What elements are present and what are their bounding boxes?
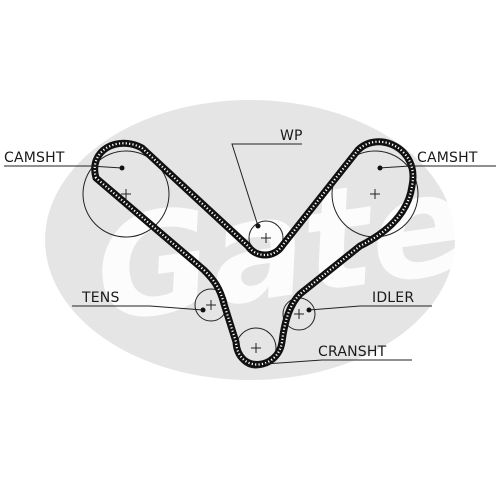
- leader-idler: [308, 305, 432, 311]
- label-tens: TENS: [81, 290, 120, 306]
- camshaft-left-pulley: [82, 150, 170, 238]
- label-idler: IDLER: [372, 290, 414, 306]
- label-wp: WP: [280, 128, 303, 144]
- leader-cransht: [264, 359, 412, 365]
- leader-lines: [4, 143, 496, 365]
- label-camsht-right: CAMSHT: [417, 150, 478, 166]
- label-camsht-left: CAMSHT: [4, 150, 65, 166]
- leader-camsht-right: [379, 165, 496, 169]
- leader-tens: [72, 305, 204, 311]
- leader-camsht-left: [4, 165, 123, 169]
- label-cransht: CRANSHT: [318, 344, 387, 360]
- leader-wp: [231, 143, 302, 227]
- timing-belt: [91, 138, 417, 368]
